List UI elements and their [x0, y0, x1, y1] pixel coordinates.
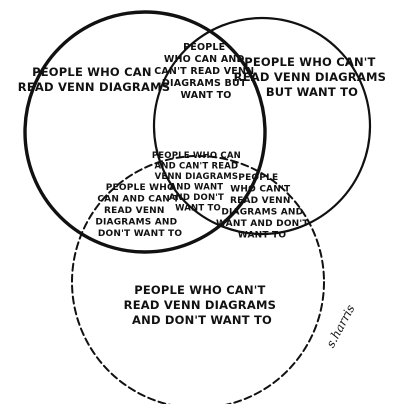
label-line: PEOPLE WHO CAN: [152, 151, 241, 161]
label-line: CAN AND CAN'T: [97, 195, 180, 205]
circle-dont-want-to: [71, 155, 325, 404]
label-cant-read-dont-want: PEOPLE WHO CAN'T READ VENN DIAGRAMS AND …: [124, 283, 281, 327]
label-line: AND WANT: [170, 183, 224, 193]
label-line: WANT TO: [175, 204, 221, 214]
label-line: PEOPLE: [238, 173, 278, 183]
label-line: PEOPLE WHO CAN: [32, 65, 152, 79]
label-line: WHO CAN'T: [230, 185, 291, 195]
label-line: DIAGRAMS AND: [221, 208, 303, 218]
label-line: WANT TO: [238, 231, 287, 241]
label-line: AND CAN'T READ: [155, 162, 239, 172]
label-line: READ VENN DIAGRAMS: [124, 298, 276, 312]
label-cant-read-want: PEOPLE WHO CAN'T READ VENN DIAGRAMS BUT …: [234, 55, 391, 99]
label-line: WHO CAN AND: [164, 54, 245, 65]
label-line: PEOPLE WHO CAN'T: [244, 55, 375, 69]
label-center: PEOPLE WHO CAN AND CAN'T READ VENN DIAGR…: [152, 151, 244, 214]
label-line: PEOPLE WHO: [106, 183, 175, 193]
label-line: READ VENN: [230, 196, 291, 206]
circle-can-read: [23, 10, 267, 254]
label-line: CAN'T READ VENN: [154, 66, 254, 77]
label-line: AND DON'T: [169, 193, 224, 203]
label-line: READ VENN: [104, 206, 165, 216]
label-line: WANT TO: [180, 90, 231, 101]
label-left-overlap: PEOPLE WHO CAN AND CAN'T READ VENN DIAGR…: [95, 183, 182, 239]
label-line: BUT WANT TO: [266, 85, 358, 99]
label-line: AND DON'T WANT TO: [132, 313, 272, 327]
label-can-read: PEOPLE WHO CAN READ VENN DIAGRAMS: [18, 65, 170, 94]
label-line: READ VENN DIAGRAMS: [234, 70, 386, 84]
label-top-overlap: PEOPLE WHO CAN AND CAN'T READ VENN DIAGR…: [154, 42, 258, 101]
artist-signature: s.harris: [323, 302, 357, 349]
label-line: DIAGRAMS BUT: [162, 78, 247, 89]
label-line: VENN DIAGRAMS: [155, 172, 239, 182]
circle-want-to: [152, 16, 372, 236]
label-line: PEOPLE WHO CAN'T: [134, 283, 265, 297]
label-line: PEOPLE: [183, 42, 225, 53]
label-line: READ VENN DIAGRAMS: [18, 80, 170, 94]
label-line: DIAGRAMS AND: [95, 218, 177, 228]
label-line: WANT AND DON'T: [216, 219, 309, 229]
label-line: DON'T WANT TO: [98, 229, 183, 239]
label-right-overlap: PEOPLE WHO CAN'T READ VENN DIAGRAMS AND …: [216, 173, 312, 241]
